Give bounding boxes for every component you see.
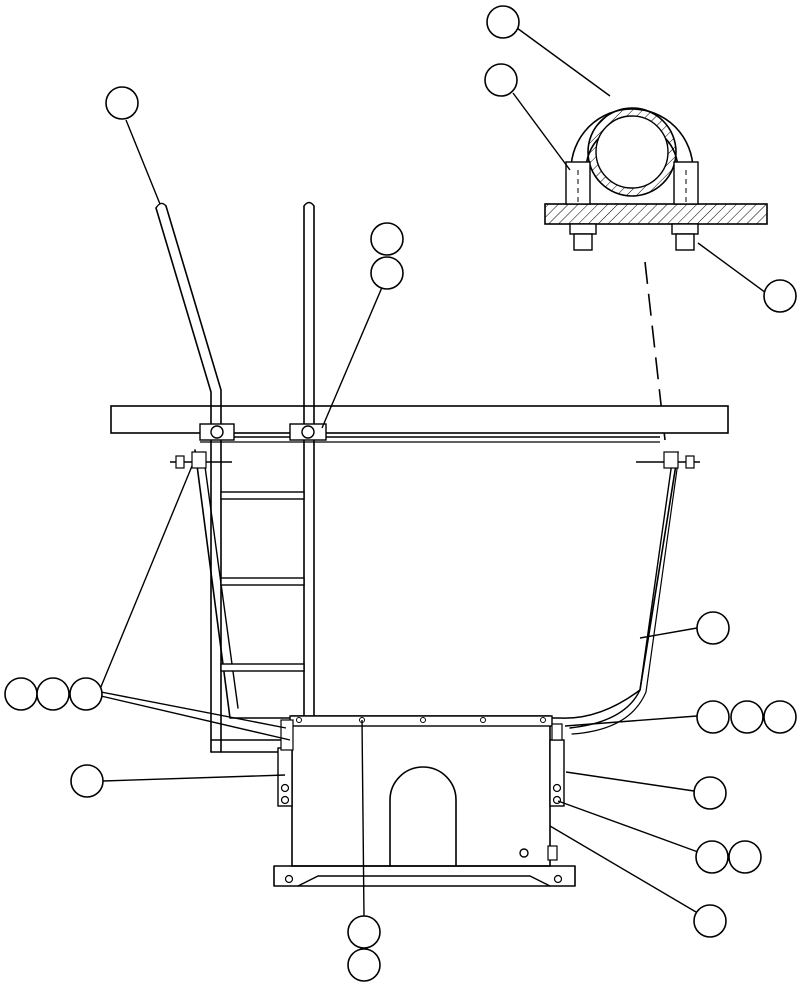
callout-balloon <box>486 5 520 39</box>
beam-clamp-center <box>289 423 327 441</box>
filler-neck <box>155 202 222 753</box>
filler-neck-outer <box>155 207 212 753</box>
ladder-foot <box>210 739 291 753</box>
nut-right <box>671 223 699 235</box>
callout-balloons <box>4 5 797 982</box>
leader-lines <box>97 27 767 918</box>
mounting-plate-section <box>544 203 768 225</box>
housing-body <box>291 715 551 867</box>
vent-pipe <box>303 205 315 751</box>
callout-balloon <box>730 700 764 734</box>
nut-left <box>569 223 597 235</box>
pipe-bore <box>595 115 669 189</box>
callout-balloon <box>370 256 404 290</box>
beam-clamp-left <box>199 423 235 441</box>
drain-plug <box>519 848 529 858</box>
callout-balloon <box>347 915 381 949</box>
callout-balloon <box>693 904 727 938</box>
callout-balloon <box>763 279 797 313</box>
callout-balloon <box>36 677 70 711</box>
ladder-rung <box>220 663 305 672</box>
hanger-bolt-left <box>170 451 232 469</box>
callout-balloon <box>728 840 762 874</box>
callout-balloon <box>69 677 103 711</box>
hanger-bolt-right <box>636 451 700 469</box>
callout-balloon <box>105 86 139 120</box>
tank-outline <box>194 449 679 719</box>
callout-balloon <box>693 776 727 810</box>
housing-opening <box>389 766 457 867</box>
callout-balloon <box>70 764 104 798</box>
pump-housing <box>273 715 576 887</box>
callout-balloon <box>347 948 381 982</box>
callout-balloon <box>695 840 729 874</box>
bolt-end-right <box>675 233 695 251</box>
tank-strap-right-inner <box>571 461 679 735</box>
callout-balloon <box>484 63 518 97</box>
tank-strap-right <box>569 461 673 729</box>
callout-balloon <box>763 700 797 734</box>
callout-balloon <box>696 611 730 645</box>
bolt-end-left <box>573 233 593 251</box>
callout-balloon <box>696 700 730 734</box>
vent-pipe-ladder <box>210 201 315 753</box>
ladder-rung <box>220 577 305 586</box>
filler-neck-inner <box>165 205 222 753</box>
ladder-rung <box>220 491 305 500</box>
callout-balloon <box>370 222 404 256</box>
housing-base <box>273 865 576 887</box>
callout-balloon <box>4 677 38 711</box>
pipe-clamp-detail <box>544 107 768 251</box>
